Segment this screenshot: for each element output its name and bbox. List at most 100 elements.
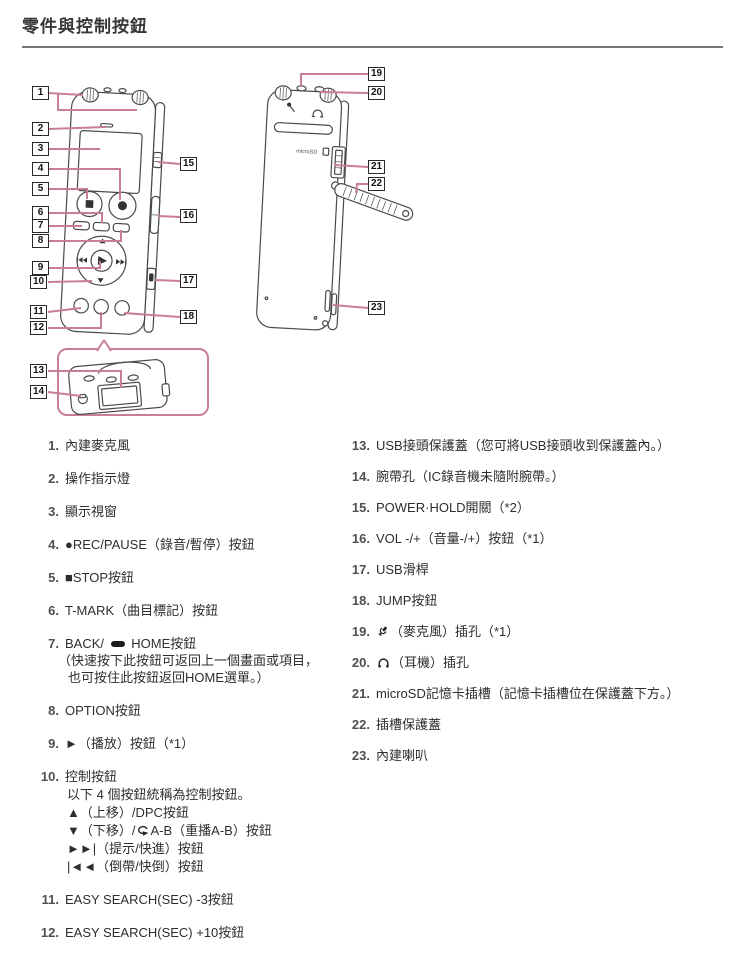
- parts-list-item: 23. 內建喇叭: [344, 747, 750, 764]
- parts-list-right-column: 13.USB接頭保護蓋（您可將USB接頭收到保護蓋內。）14.腕帶孔（IC錄音機…: [344, 437, 750, 778]
- headphone-jack-icon: [312, 109, 323, 118]
- sd-card-icon: [322, 147, 330, 156]
- callout-4: 4: [32, 162, 49, 176]
- callout-20: 20: [368, 86, 386, 100]
- item-text: （耳機）插孔: [376, 654, 750, 671]
- item-text: EASY SEARCH(SEC) +10按鈕: [65, 925, 245, 940]
- item-text: T-MARK（曲目標記）按鈕: [65, 603, 219, 618]
- item-number: 15.: [351, 500, 370, 515]
- parts-list-item: 19. （麥克風）插孔（*1）: [344, 623, 750, 640]
- callout-16: 16: [180, 209, 198, 223]
- headphones-icon: [378, 658, 389, 668]
- item-number: 3.: [48, 504, 59, 519]
- item-number: 5.: [48, 570, 59, 585]
- item-subline: ▼（下移）/A-B（重播A-B）按鈕: [67, 823, 272, 838]
- item-subline: 以下 4 個按鈕統稱為控制按鈕。: [67, 787, 251, 802]
- item-note-line: （快速按下此按鈕可返回上一個畫面或項目，: [58, 653, 319, 668]
- callout-5: 5: [32, 182, 49, 196]
- parts-list-item: 8. OPTION按鈕: [35, 702, 341, 719]
- callout-17: 17: [180, 274, 198, 288]
- callout-23: 23: [368, 301, 386, 315]
- item-number: 19.: [351, 624, 370, 639]
- parts-list-item: 6. T-MARK（曲目標記）按鈕: [35, 602, 341, 619]
- item-text: EASY SEARCH(SEC) -3按鈕: [65, 892, 234, 907]
- home-pill-icon: [110, 640, 125, 647]
- item-text: ■STOP按鈕: [65, 570, 135, 585]
- item-text: USB滑桿: [376, 562, 429, 577]
- bottom-view-art: [68, 359, 171, 415]
- callout-11: 11: [30, 305, 47, 319]
- callout-2: 2: [32, 122, 49, 136]
- microphone-icon: [378, 626, 387, 637]
- item-text: OPTION按鈕: [65, 703, 141, 718]
- jump-button: [114, 300, 130, 316]
- item-text: 內建喇叭: [376, 748, 429, 763]
- item-number: 23.: [351, 748, 370, 763]
- item-text: JUMP按鈕: [376, 593, 438, 608]
- headphone-jack: [314, 86, 325, 93]
- item-text: （麥克風）插孔（*1）: [376, 623, 750, 640]
- callout-8: 8: [32, 234, 49, 248]
- item-text: microSD記憶卡插槽（記憶卡插槽位在保護蓋下方。）: [376, 686, 680, 701]
- item-number: 17.: [351, 562, 370, 577]
- parts-list-item: 10.控制按鈕以下 4 個按鈕統稱為控制按鈕。▲（上移）/DPC按鈕▼（下移）/…: [35, 768, 341, 875]
- strap-hole-back: [322, 320, 329, 327]
- callout-22: 22: [368, 177, 386, 191]
- slot-protective-cover: [334, 183, 414, 221]
- parts-list-item: 1.內建麥克風: [35, 437, 341, 454]
- item-text: BACK/ HOME按鈕: [65, 636, 197, 651]
- parts-list-item: 22.插槽保護蓋: [344, 716, 750, 733]
- callout-21: 21: [368, 160, 386, 174]
- item-text: ►（播放）按鈕（*1）: [65, 736, 195, 751]
- callout-leader-lines: [47, 73, 369, 397]
- item-number: 10.: [40, 769, 59, 784]
- item-number: 14.: [351, 469, 370, 484]
- item-subline: |◄◄（倒帶/快倒）按鈕: [67, 859, 204, 874]
- microsd-label: microSD: [296, 149, 317, 156]
- parts-list-item: 15.POWER·HOLD開關（*2）: [344, 499, 750, 516]
- item-number: 20.: [351, 655, 370, 670]
- title-divider: [22, 46, 723, 48]
- item-number: 6.: [48, 603, 59, 618]
- item-number: 13.: [351, 438, 370, 453]
- parts-list-item: 2.操作指示燈: [35, 470, 341, 487]
- repeat-ab-icon: [138, 825, 149, 836]
- parts-list-item: 9. ►（播放）按鈕（*1）: [35, 735, 341, 752]
- item-number: 22.: [351, 717, 370, 732]
- parts-list-item: 4.●REC/PAUSE（錄音/暫停）按鈕: [35, 536, 341, 553]
- speaker-slot: [324, 289, 331, 313]
- callout-1: 1: [32, 86, 49, 100]
- item-number: 7.: [48, 636, 59, 651]
- callout-3: 3: [32, 142, 49, 156]
- callout-13: 13: [30, 364, 48, 378]
- item-text: 腕帶孔（IC錄音機未隨附腕帶。）: [376, 469, 565, 484]
- callout-14: 14: [30, 385, 48, 399]
- device-illustration: microSD: [47, 73, 414, 416]
- item-text: VOL -/+（音量-/+）按鈕（*1）: [376, 531, 553, 546]
- item-text: 顯示視窗: [65, 504, 118, 519]
- parts-list-item: 17. USB滑桿: [344, 561, 750, 578]
- back-view-art: microSD: [256, 85, 414, 331]
- parts-list-item: 7.BACK/ HOME按鈕（快速按下此按鈕可返回上一個畫面或項目，也可按住此按…: [35, 635, 341, 686]
- item-number: 8.: [48, 703, 59, 718]
- parts-list-item: 18. JUMP按鈕: [344, 592, 750, 609]
- callout-10: 10: [30, 275, 48, 289]
- page-title: 零件與控制按鈕: [22, 17, 148, 36]
- display-window: [76, 129, 143, 195]
- parts-list-item: 11. EASY SEARCH(SEC) -3按鈕: [35, 891, 341, 908]
- power-hold-switch: [152, 151, 163, 169]
- item-text: 控制按鈕: [65, 769, 118, 784]
- callout-15: 15: [180, 157, 198, 171]
- item-number: 9.: [48, 736, 59, 751]
- item-number: 4.: [48, 537, 59, 552]
- parts-list-item: 14. 腕帶孔（IC錄音機未隨附腕帶。）: [344, 468, 750, 485]
- item-number: 18.: [351, 593, 370, 608]
- item-number: 11.: [41, 892, 59, 907]
- parts-list-item: 21.microSD記憶卡插槽（記憶卡插槽位在保護蓋下方。）: [344, 685, 750, 702]
- item-number: 16.: [351, 531, 370, 546]
- callout-18: 18: [180, 310, 198, 324]
- parts-list-item: 16. VOL -/+（音量-/+）按鈕（*1）: [344, 530, 750, 547]
- item-text: 內建麥克風: [65, 438, 131, 453]
- front-view-art: [60, 87, 166, 335]
